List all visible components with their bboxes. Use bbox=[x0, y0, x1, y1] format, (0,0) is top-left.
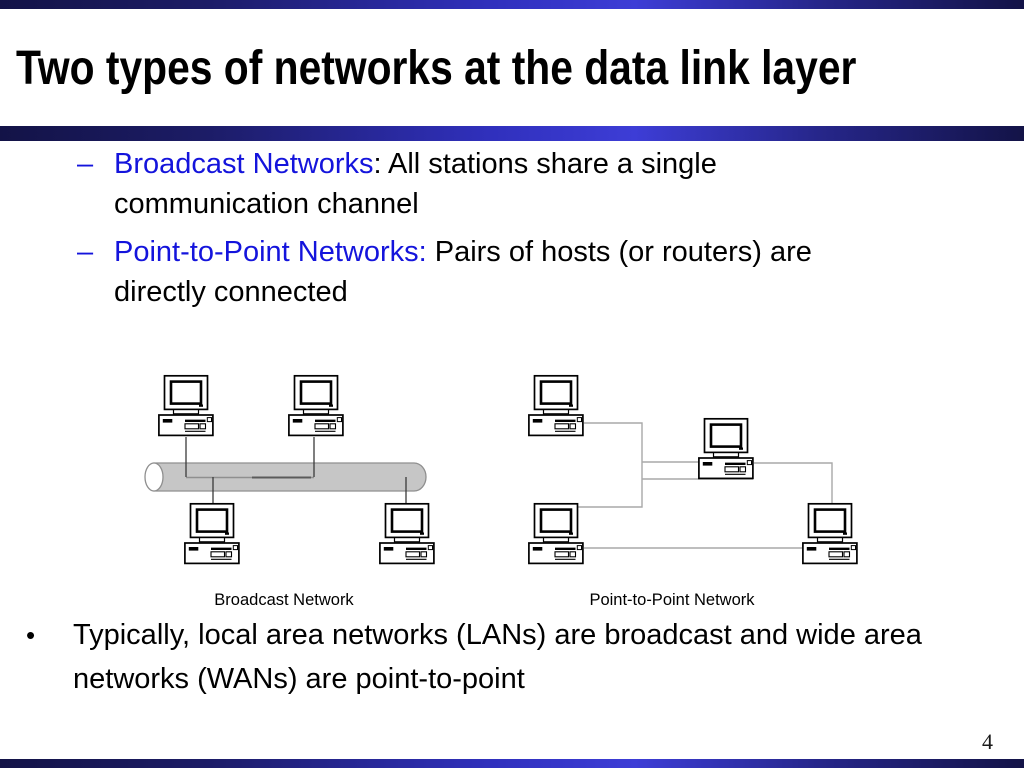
note-line: Typically, local area networks (LANs) ar… bbox=[73, 619, 922, 651]
bullet-typically-note: • Typically, local area networks (LANs) … bbox=[26, 613, 922, 701]
page-number: 4 bbox=[982, 729, 993, 754]
bullet-body: Pairs of hosts (or routers) are bbox=[426, 236, 812, 268]
note-line: networks (WANs) are point-to-point bbox=[73, 663, 525, 695]
point-to-point-network-caption: Point-to-Point Network bbox=[589, 591, 755, 609]
bullet-dash-marker: – bbox=[77, 148, 94, 180]
computer-icon bbox=[697, 417, 755, 480]
page-title: Two types of networks at the data link l… bbox=[16, 42, 857, 95]
computer-icon bbox=[157, 374, 215, 437]
computer-icon bbox=[801, 502, 859, 565]
bottom-accent-bar bbox=[0, 759, 1024, 768]
bullet-text: Point-to-Point Networks: Pairs of hosts … bbox=[114, 232, 812, 312]
point-to-point-network-diagram bbox=[527, 374, 859, 565]
computer-icon bbox=[378, 502, 436, 565]
bullet-body: : All stations share a single bbox=[373, 148, 717, 180]
broadcast-network-diagram bbox=[144, 374, 436, 565]
title-underline-bar bbox=[0, 126, 1024, 141]
bullet-body: directly connected bbox=[114, 276, 348, 308]
computer-icon bbox=[287, 374, 345, 437]
bullet-dot-marker: • bbox=[26, 620, 36, 650]
bullet-broadcast-networks: – Broadcast Networks: All stations share… bbox=[77, 144, 717, 224]
computer-icon bbox=[527, 502, 585, 565]
bus-end-cap bbox=[144, 462, 164, 492]
bullet-dash-marker: – bbox=[77, 236, 94, 268]
computer-icon bbox=[527, 374, 585, 437]
computer-icon bbox=[183, 502, 241, 565]
bullet-term: Broadcast Networks bbox=[114, 148, 374, 180]
bullet-body: communication channel bbox=[114, 188, 419, 220]
bullet-text: Broadcast Networks: All stations share a… bbox=[114, 144, 717, 224]
bullet-point-to-point-networks: – Point-to-Point Networks: Pairs of host… bbox=[77, 232, 812, 312]
bus-drop-lines bbox=[185, 437, 407, 504]
top-accent-bar bbox=[0, 0, 1024, 9]
broadcast-network-caption: Broadcast Network bbox=[214, 591, 354, 609]
bullet-term: Point-to-Point Networks: bbox=[114, 236, 427, 268]
